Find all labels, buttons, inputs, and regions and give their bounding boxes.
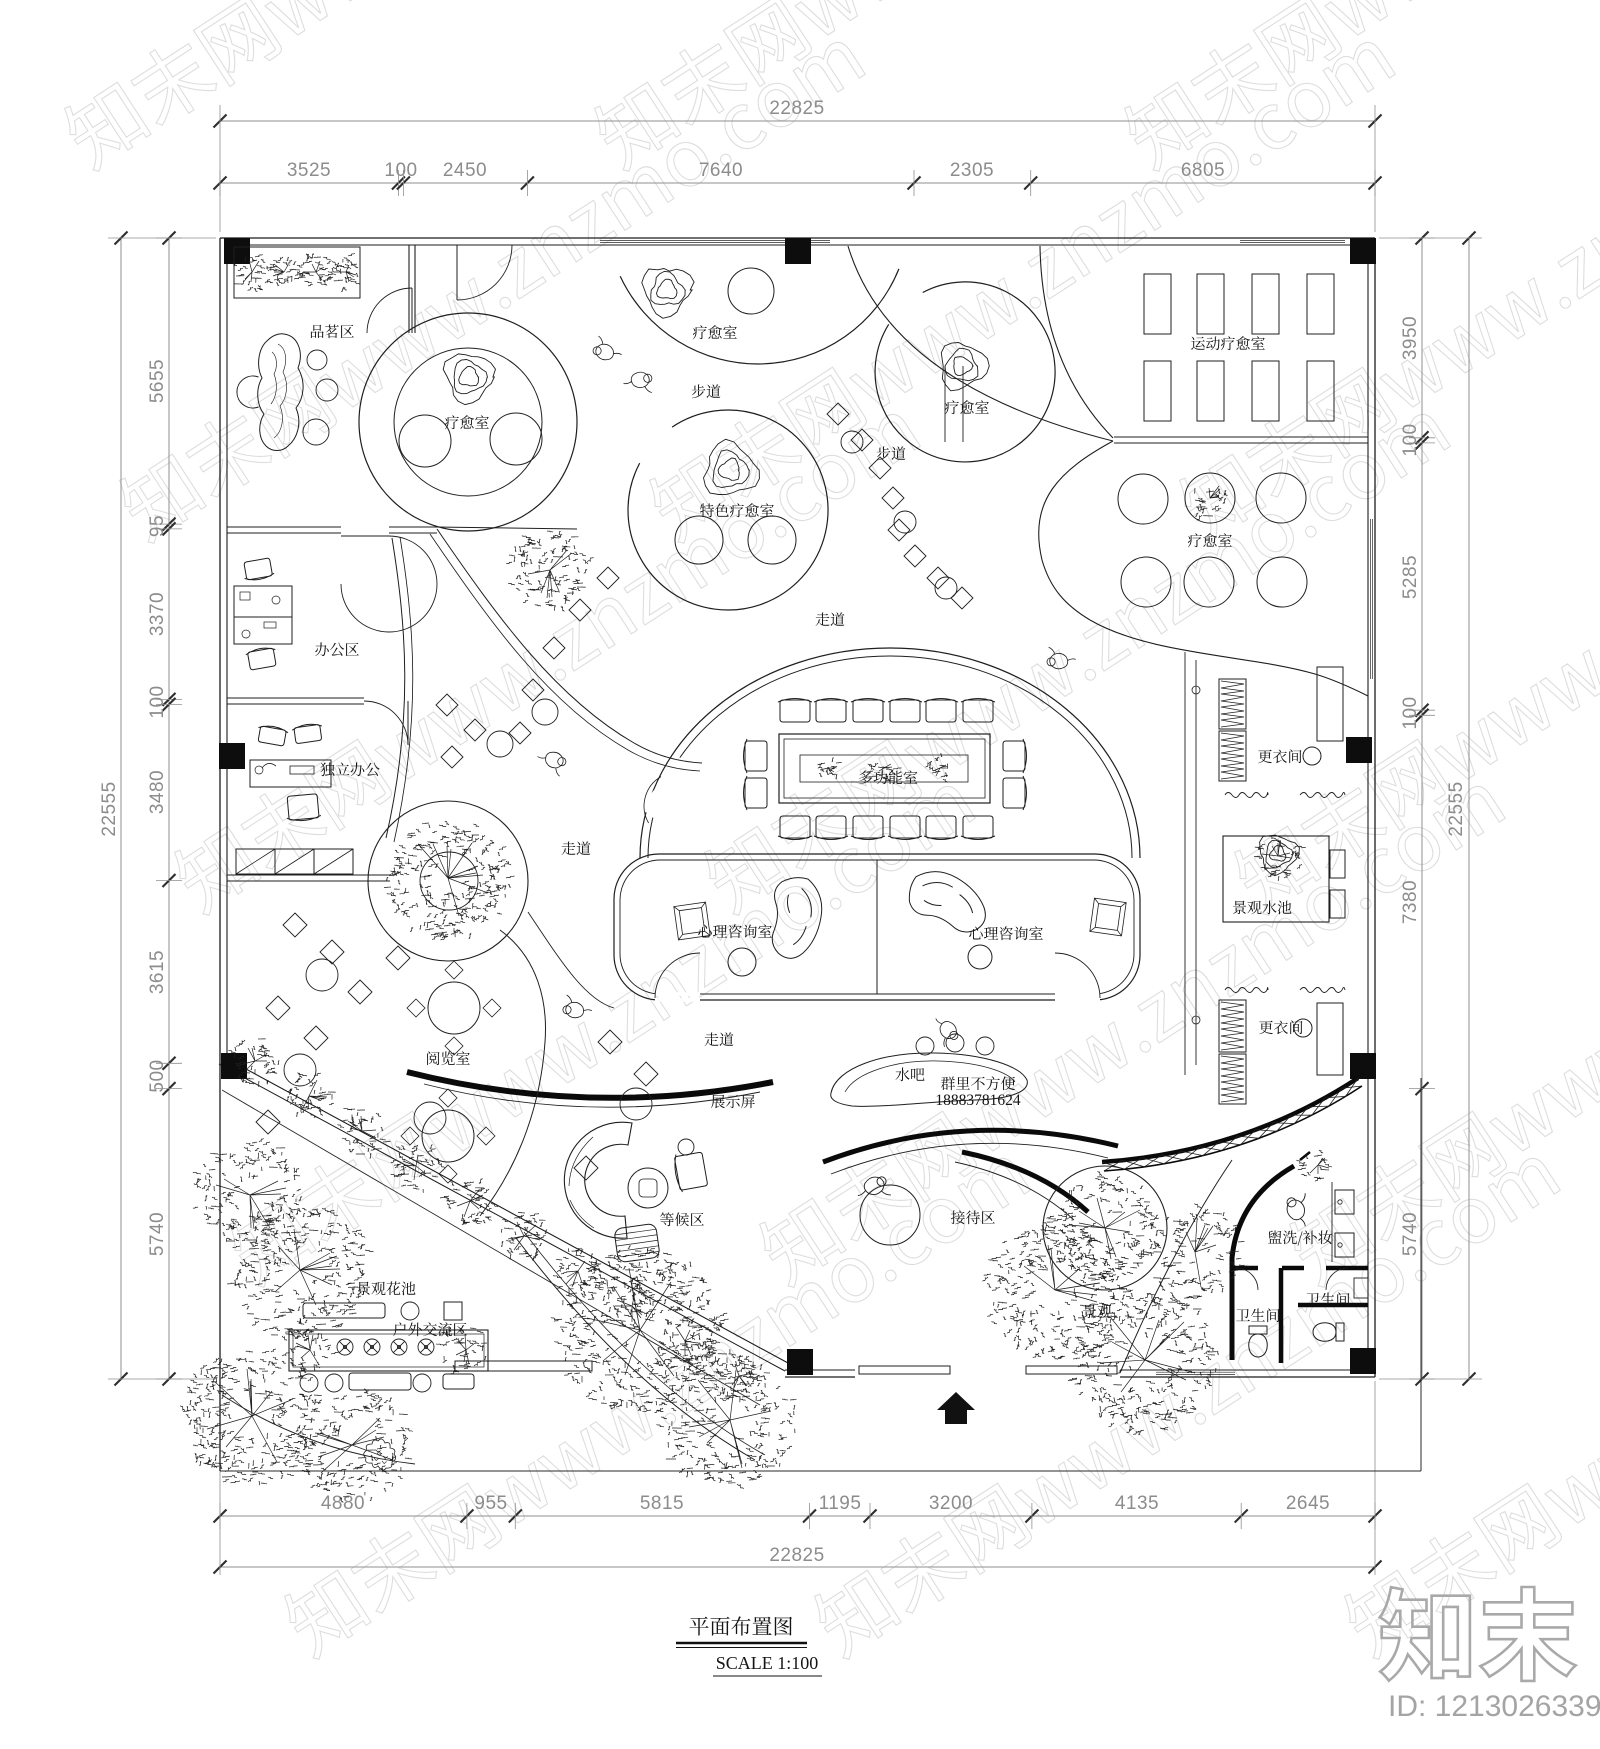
dim-bottom-3: 1195 [819,1493,862,1514]
dim-right-2: 5285 [1400,555,1421,599]
dim-right-0: 3950 [1400,316,1421,360]
dim-left-1: 95 [147,515,168,537]
dim-right-4: 7380 [1400,880,1421,924]
dim-top-3: 7640 [699,160,743,181]
dim-bottom-6: 2645 [1286,1493,1330,1514]
dim-top-overall: 22825 [769,98,824,119]
dim-left-0: 5655 [147,359,168,403]
room-labels: 品茗区疗愈室疗愈室疗愈室疗愈室运动疗愈室特色疗愈室步道步道办公区独立办公走道走道… [310,324,1350,1337]
dim-left-4: 3480 [147,770,168,814]
asset-id: ID: 1213026339 [1388,1690,1600,1723]
brand-logo: 知末ID: 1213026339 [1378,1585,1600,1723]
dimension-text: 3525 100 2450 7640 2305 6805 22825 4880 955 5815 1… [99,98,1467,1566]
dim-bottom-1: 955 [474,1493,507,1514]
rooms-and-furniture [180,244,1369,1503]
dim-right-3: 100 [1400,696,1421,729]
entrance-arrow [937,1392,975,1424]
structural-columns [219,238,1376,1375]
dim-bottom-0: 4880 [321,1493,365,1514]
label-note-phone: 18883781624 [935,1092,1021,1109]
dim-top-5: 6805 [1181,160,1225,181]
dim-bottom-2: 5815 [640,1493,684,1514]
dim-top-2: 2450 [443,160,487,181]
svg-text:18883781624: 18883781624 [935,1092,1021,1109]
dim-bottom-5: 4135 [1115,1493,1159,1514]
planting [180,253,1250,1503]
dim-left-2: 3370 [147,592,168,636]
scale-text: SCALE 1:100 [716,1653,819,1673]
dim-top-4: 2305 [950,160,994,181]
dim-bottom-overall: 22825 [769,1545,824,1566]
dim-top-1: 100 [384,160,417,181]
dim-bottom-4: 3200 [929,1493,973,1514]
dim-top-0: 3525 [287,160,331,181]
dim-right-5: 5740 [1400,1212,1421,1256]
dim-right-1: 100 [1400,423,1421,456]
dim-left-6: 500 [147,1059,168,1092]
title-block: 平面布置图SCALE 1:100 [676,1616,822,1677]
dim-left-overall: 22555 [99,781,120,836]
dimension-lines [108,105,1482,1575]
dim-left-5: 3615 [147,950,168,994]
walls-and-structure [218,237,1422,1472]
dim-right-overall: 22555 [1446,781,1467,836]
dim-left-3: 100 [147,685,168,718]
dim-left-7: 5740 [147,1212,168,1256]
